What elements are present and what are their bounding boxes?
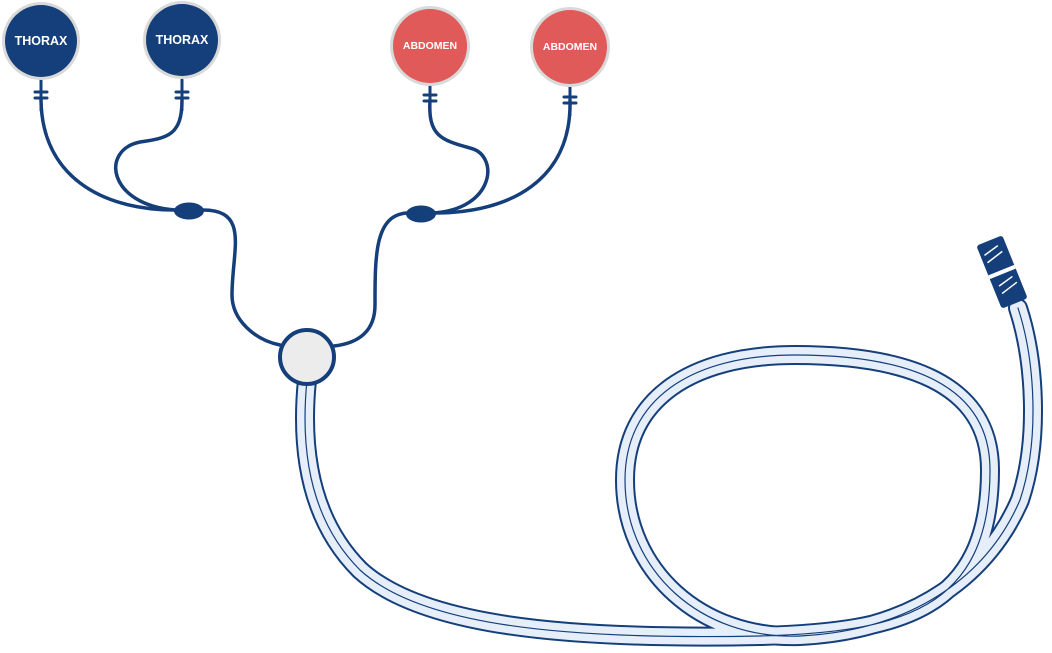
snap-pin-icon bbox=[33, 78, 49, 112]
electrode-thorax-1: THORAX bbox=[2, 2, 80, 80]
wire-thorax-trunk bbox=[201, 208, 282, 347]
electrode-label: THORAX bbox=[15, 34, 68, 48]
snap-pin-icon bbox=[422, 82, 438, 115]
snap-pin-icon bbox=[562, 84, 578, 117]
wire-thorax-2 bbox=[114, 98, 184, 212]
electrode-abdomen-2: ABDOMEN bbox=[530, 7, 610, 87]
snap-pins bbox=[33, 78, 578, 117]
electrode-label: ABDOMEN bbox=[403, 40, 457, 52]
splitter-icon bbox=[406, 205, 436, 223]
electrode-thorax-2: THORAX bbox=[143, 1, 221, 79]
wire-abdomen-trunk bbox=[332, 211, 409, 348]
snap-pin-icon bbox=[174, 78, 190, 112]
electrode-abdomen-1: ABDOMEN bbox=[390, 6, 470, 86]
splitter-icon bbox=[174, 202, 204, 220]
wire-thorax-1 bbox=[39, 98, 177, 212]
main-cable bbox=[295, 298, 1043, 647]
wire-abdomen-2 bbox=[433, 98, 572, 215]
electrode-label: ABDOMEN bbox=[543, 41, 597, 53]
connector-plug-icon bbox=[977, 236, 1027, 308]
electrode-label: THORAX bbox=[156, 33, 209, 47]
lead-wires bbox=[39, 98, 572, 348]
wire-abdomen-1 bbox=[428, 98, 490, 215]
cable-hub-icon bbox=[278, 328, 336, 386]
